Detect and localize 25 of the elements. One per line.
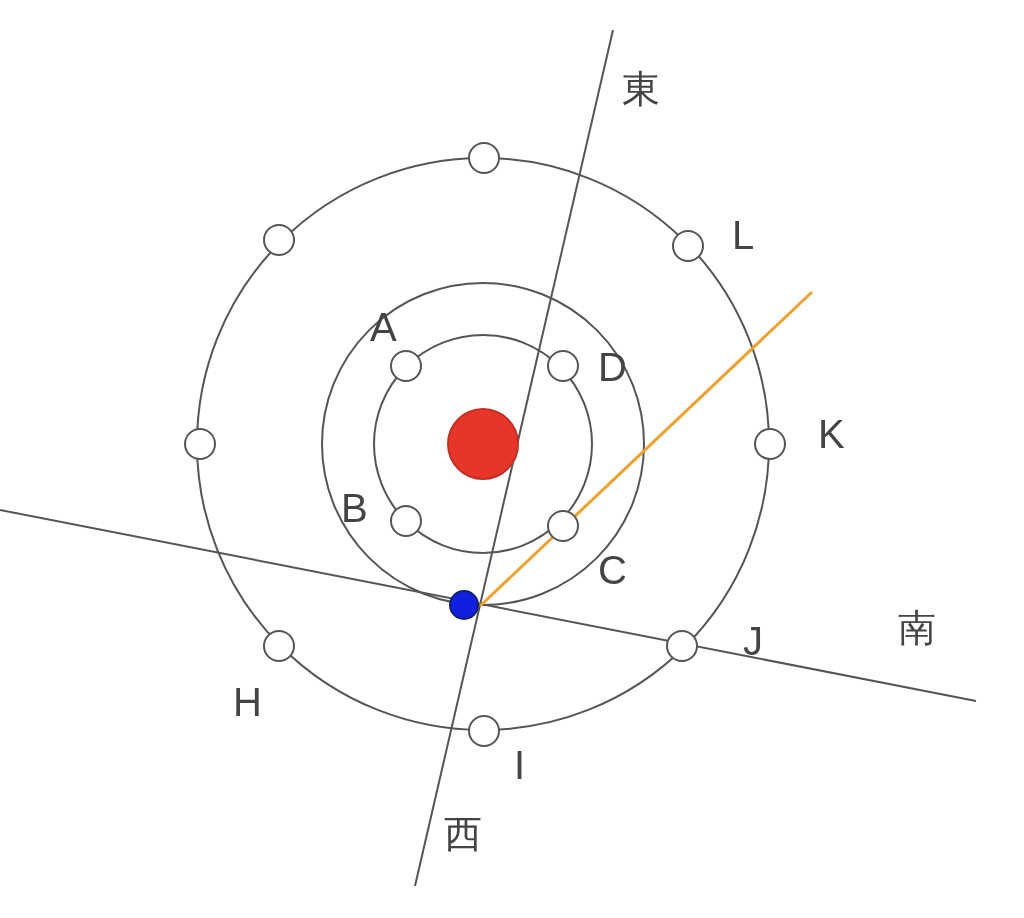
marker-dot	[449, 590, 479, 620]
direction-label: 西	[444, 815, 482, 853]
small-circle	[672, 230, 704, 262]
direction-label: 東	[622, 70, 660, 108]
letter-label: B	[341, 488, 368, 528]
small-circle	[666, 630, 698, 662]
small-circle	[263, 630, 295, 662]
small-circle	[547, 510, 579, 542]
small-circle	[184, 428, 216, 460]
letter-label: J	[743, 621, 763, 661]
small-circle	[263, 224, 295, 256]
letter-label: L	[732, 215, 755, 255]
small-circle	[547, 350, 579, 382]
small-circle	[390, 505, 422, 537]
direction-label: 南	[898, 609, 936, 647]
letter-label: K	[818, 414, 845, 454]
small-circle	[754, 428, 786, 460]
small-circle	[468, 142, 500, 174]
letter-label: C	[598, 550, 627, 590]
letter-label: H	[233, 682, 262, 722]
letter-label: D	[598, 347, 627, 387]
letter-label: A	[370, 307, 397, 347]
letter-label: I	[514, 745, 526, 785]
small-circle	[468, 715, 500, 747]
small-circle	[390, 350, 422, 382]
